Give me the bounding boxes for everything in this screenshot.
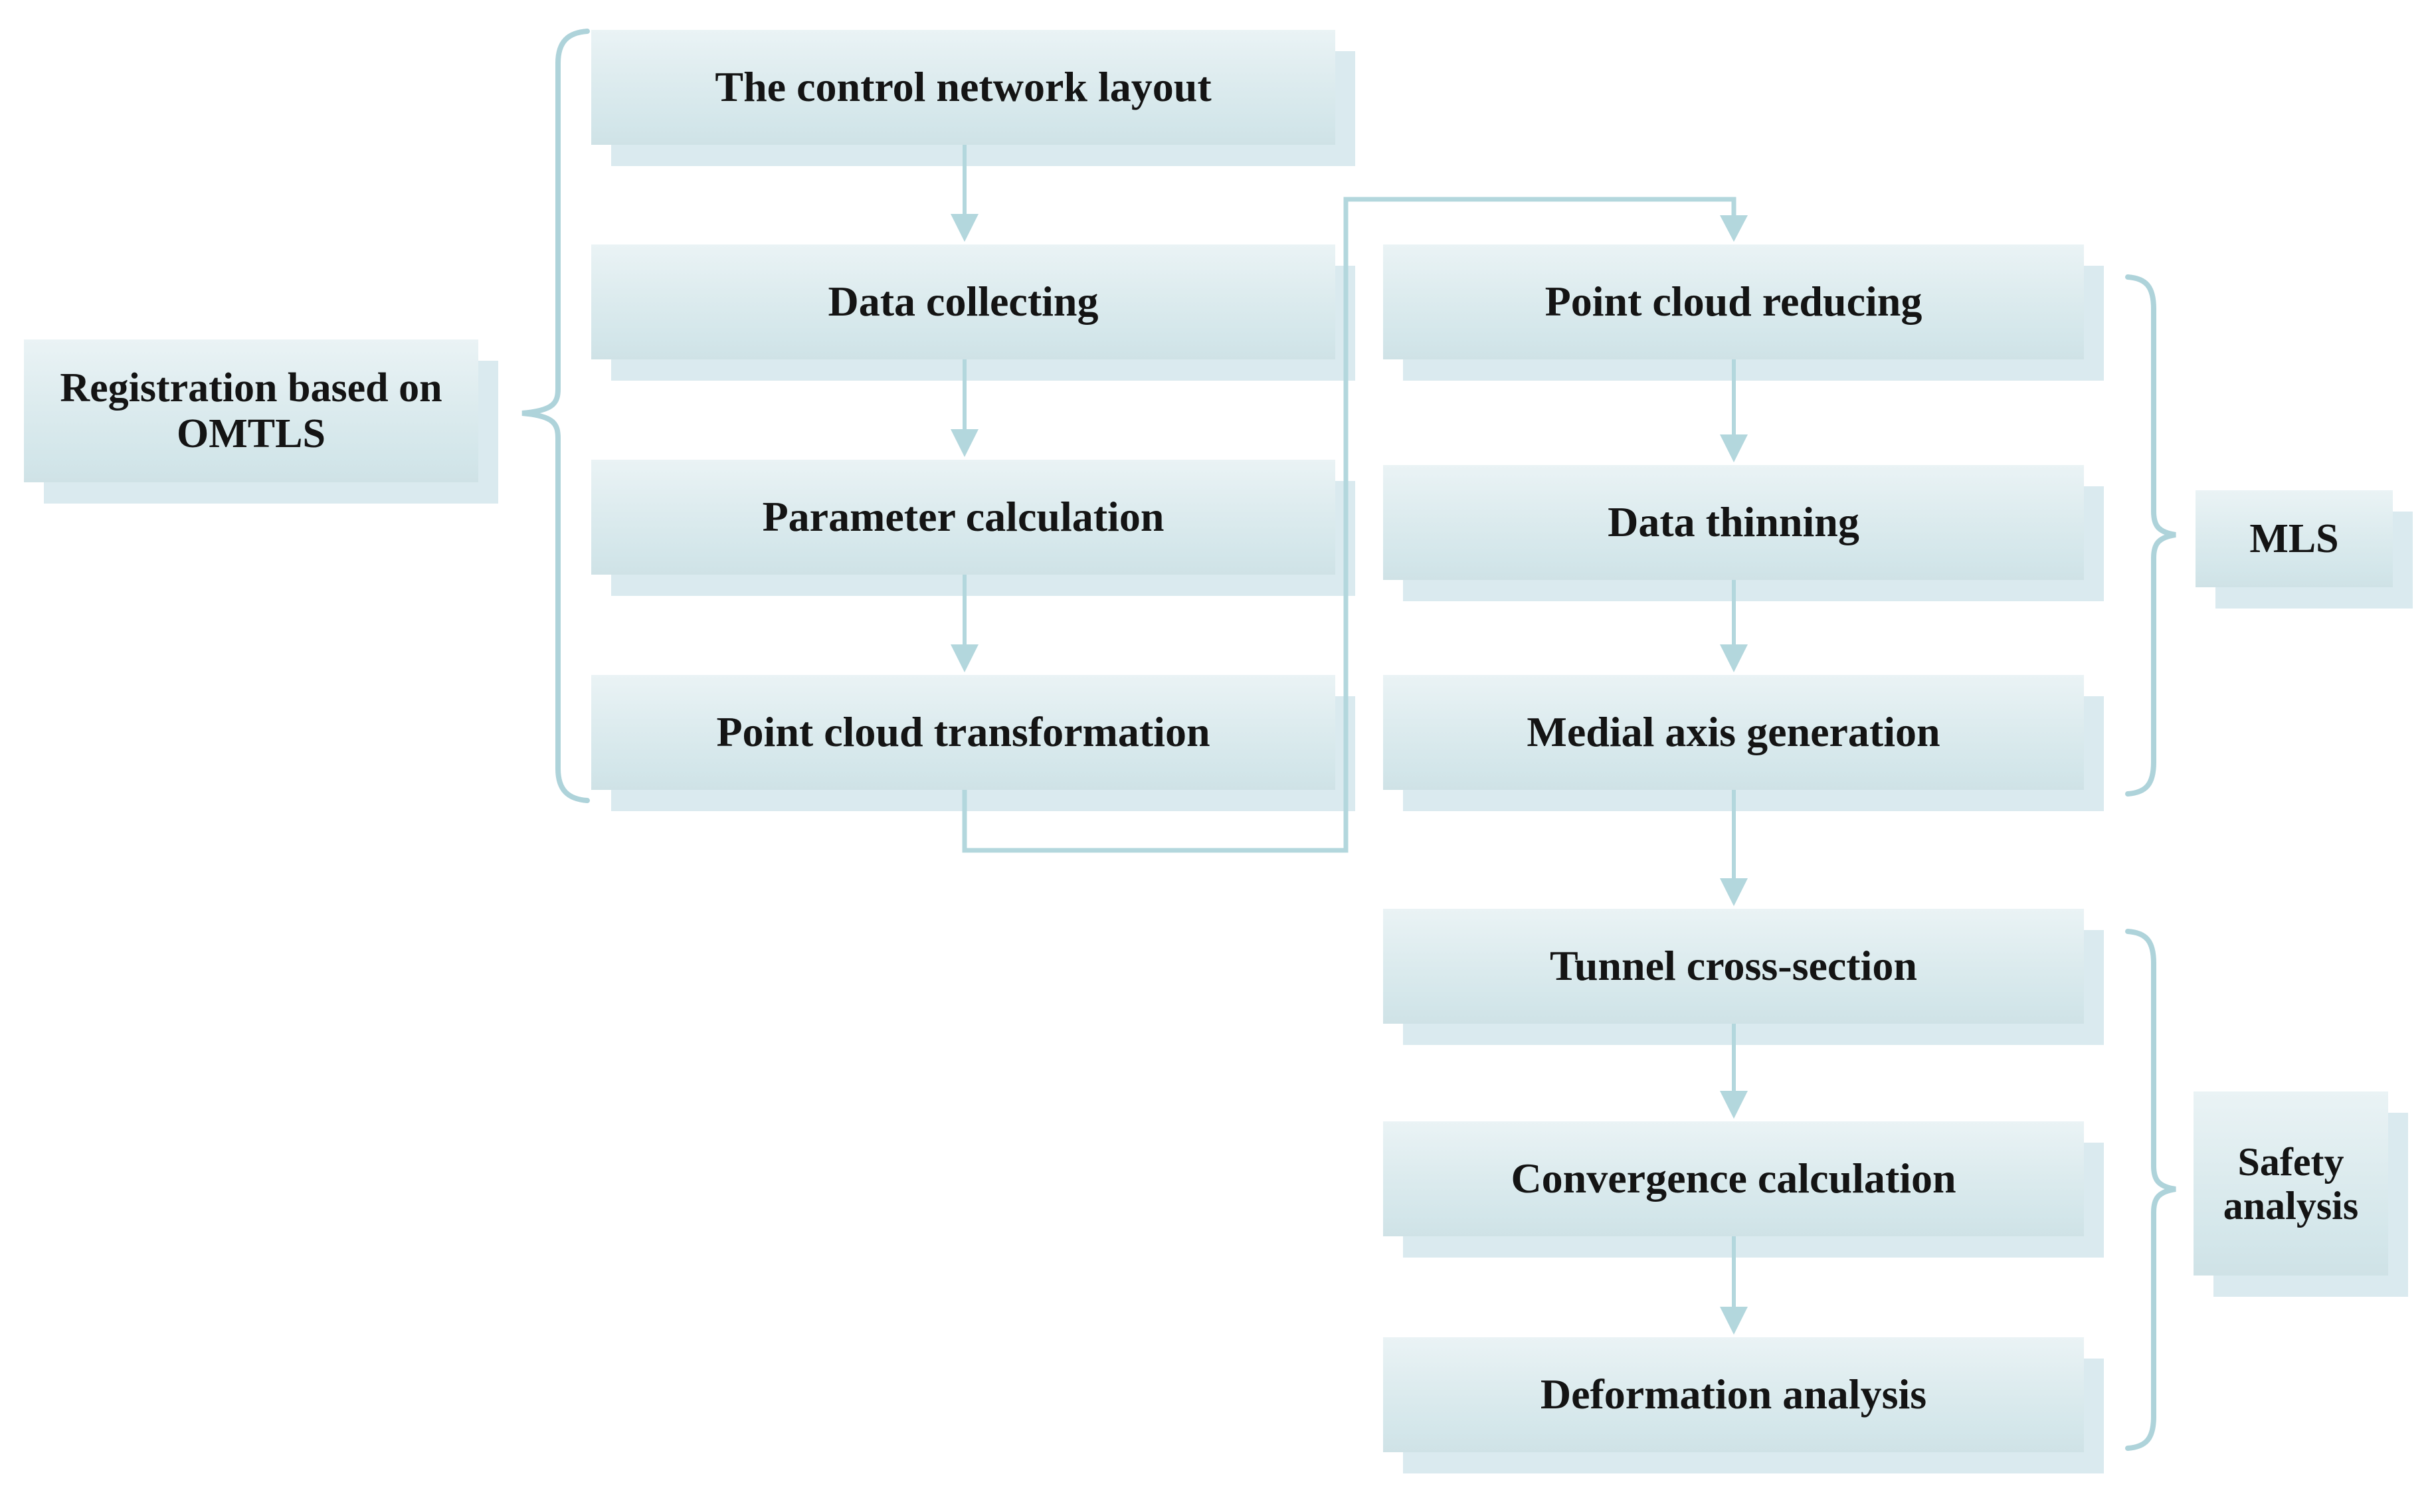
label-line: Registration based on: [60, 365, 442, 411]
node-label: Data thinning: [1608, 498, 1859, 546]
node-label: Tunnel cross-section: [1550, 942, 1917, 990]
arrowhead: [1720, 644, 1748, 672]
node-label: The control network layout: [715, 63, 1212, 111]
node-data-thinning: Data thinning: [1383, 465, 2084, 580]
label-registration-omtls: Registration based on OMTLS: [24, 339, 478, 482]
brace-right-mls: [2125, 274, 2176, 797]
node-control-network-layout: The control network layout: [591, 30, 1335, 145]
arrowhead: [1720, 878, 1748, 906]
node-tunnel-cross-section: Tunnel cross-section: [1383, 909, 2084, 1024]
label-line: MLS: [2249, 516, 2339, 561]
arrowhead: [1720, 1091, 1748, 1119]
node-label: Point cloud transformation: [716, 708, 1210, 756]
node-medial-axis-generation: Medial axis generation: [1383, 675, 2084, 790]
node-label: Data collecting: [828, 278, 1099, 326]
node-parameter-calculation: Parameter calculation: [591, 460, 1335, 575]
node-label: Convergence calculation: [1511, 1155, 1956, 1202]
node-point-cloud-reducing: Point cloud reducing: [1383, 244, 2084, 359]
arrowhead: [1720, 1307, 1748, 1335]
arrowhead: [951, 214, 979, 242]
label-safety-analysis: Safety analysis: [2194, 1091, 2388, 1276]
label-line: analysis: [2223, 1183, 2359, 1228]
node-convergence-calculation: Convergence calculation: [1383, 1121, 2084, 1236]
label-line: OMTLS: [177, 411, 326, 456]
node-deformation-analysis: Deformation analysis: [1383, 1337, 2084, 1452]
node-label: Point cloud reducing: [1545, 278, 1922, 326]
arrowhead: [951, 429, 979, 457]
arrowhead-connector: [1720, 215, 1748, 242]
node-label: Medial axis generation: [1527, 708, 1940, 756]
arrowhead: [951, 644, 979, 672]
arrowhead: [1720, 434, 1748, 462]
label-line: Safety: [2237, 1139, 2344, 1184]
node-point-cloud-transformation: Point cloud transformation: [591, 675, 1335, 790]
label-mls: MLS: [2196, 490, 2393, 587]
node-label: Deformation analysis: [1540, 1370, 1927, 1418]
node-data-collecting: Data collecting: [591, 244, 1335, 359]
brace-left-registration: [521, 29, 590, 803]
brace-right-safety: [2125, 929, 2176, 1451]
node-label: Parameter calculation: [762, 493, 1165, 541]
